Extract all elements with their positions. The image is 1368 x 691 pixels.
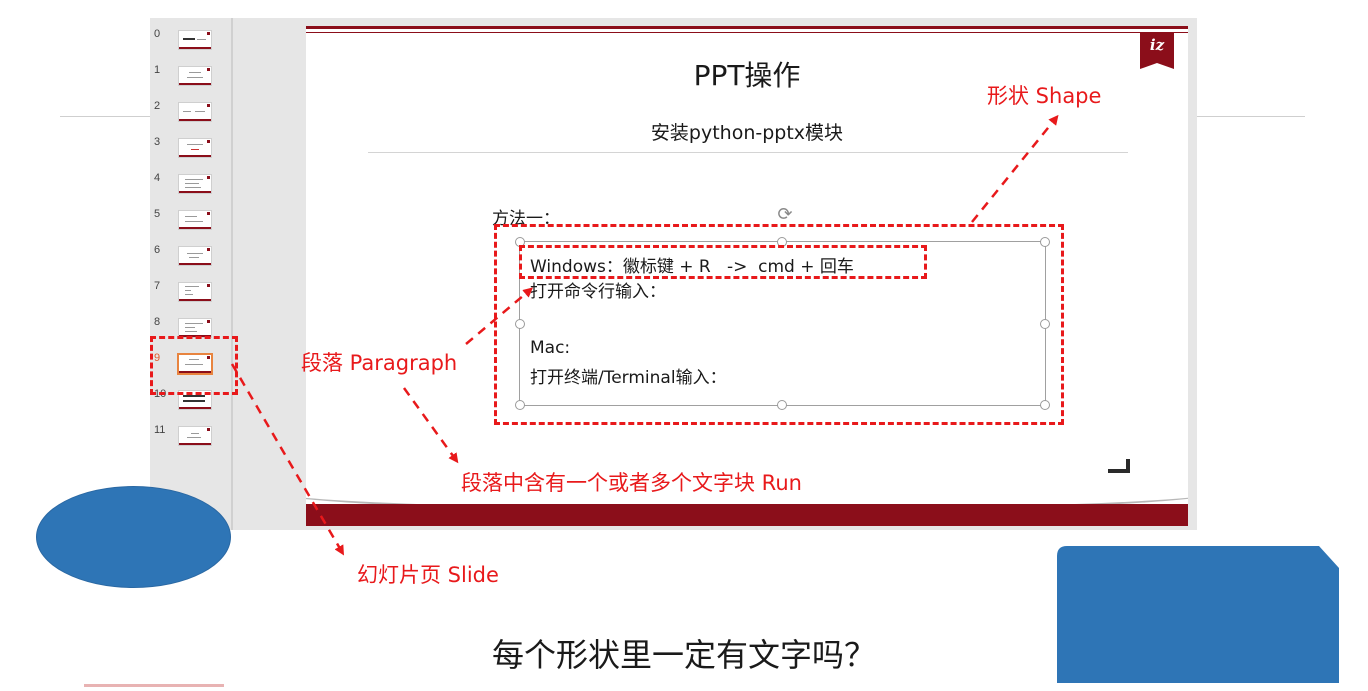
thumbnail-row[interactable]: 7 [150, 280, 232, 312]
thumbnail-number: 2 [154, 100, 161, 112]
shape-annotation-label: 形状 Shape [987, 84, 1102, 108]
blue-rectangle-shape[interactable] [1057, 546, 1339, 683]
thumbnail-row[interactable]: 2 [150, 100, 232, 132]
logo-notch [1140, 63, 1174, 69]
thumbnail-number: 9 [154, 352, 161, 364]
slide-thumbnail[interactable] [178, 138, 212, 158]
thumbnail-row[interactable]: 4 [150, 172, 232, 204]
slide-thumbnail[interactable] [178, 210, 212, 230]
thumbnail-row[interactable]: 0 [150, 28, 232, 60]
slide-thumbnail[interactable] [178, 318, 212, 338]
thumbnail-row[interactable]: 10 [150, 388, 232, 420]
thumbnail-row[interactable]: 1 [150, 64, 232, 96]
textbox-line[interactable]: 打开命令行输入： [530, 282, 666, 302]
slide-title[interactable]: PPT操作 [693, 59, 801, 92]
textbox-line[interactable]: Windows：徽标键 + R -> cmd + 回车 [530, 257, 854, 277]
slide-annotation-box [150, 336, 238, 395]
slide-bottom-band [306, 504, 1188, 526]
logo-icon: iz [1140, 33, 1174, 63]
thumbnail-number: 1 [154, 64, 161, 76]
thumbnail-row[interactable]: 6 [150, 244, 232, 276]
thumbnail-row[interactable]: 5 [150, 208, 232, 240]
resize-handle-bottom-left[interactable] [515, 400, 525, 410]
slide-thumbnail[interactable] [178, 282, 212, 302]
corner-mark [1108, 459, 1130, 473]
resize-handle-bottom-middle[interactable] [777, 400, 787, 410]
thumbnail-number: 11 [154, 424, 166, 436]
background-rule-right [1197, 116, 1305, 117]
slide-thumbnail[interactable] [178, 66, 212, 86]
slide-top-border [306, 26, 1188, 29]
thumbnail-number: 8 [154, 316, 161, 328]
thumbnail-row[interactable]: 3 [150, 136, 232, 168]
slide-thumbnail[interactable] [178, 426, 212, 446]
run-annotation-label: 段落中含有一个或者多个文字块 Run [461, 471, 802, 495]
slide-annotation-label: 幻灯片页 Slide [357, 563, 499, 587]
textbox-line[interactable]: Mac: [530, 338, 571, 358]
thumbnail-pane-divider[interactable] [231, 18, 233, 530]
bottom-question: 每个形状里一定有文字吗？ [491, 636, 876, 674]
slide-thumbnail-selected[interactable] [177, 353, 213, 375]
rotate-handle-icon[interactable]: ⟳ [777, 204, 793, 225]
thumbnail-row-selected[interactable]: 9 [150, 352, 232, 384]
thumbnail-number: 5 [154, 208, 161, 220]
resize-handle-top-right[interactable] [1040, 237, 1050, 247]
logo-text: iz [1149, 36, 1165, 54]
thumbnail-number: 7 [154, 280, 161, 292]
slide-thumbnail[interactable] [178, 174, 212, 194]
thumbnail-number: 4 [154, 172, 161, 184]
slide-thumbnail[interactable] [178, 102, 212, 122]
slide-thumbnail[interactable] [178, 246, 212, 266]
blue-ellipse-shape[interactable] [36, 486, 231, 588]
slide-subtitle[interactable]: 安装python-pptx模块 [650, 122, 844, 144]
slide-thumbnail-pane[interactable]: 0 1 2 3 4 5 6 7 8 9 10 11 [150, 18, 232, 530]
selected-textbox[interactable]: Windows：徽标键 + R -> cmd + 回车 打开命令行输入： Mac… [515, 237, 1050, 410]
thumbnail-row[interactable]: 11 [150, 424, 232, 456]
slide-divider [368, 152, 1128, 153]
thumbnail-number: 0 [154, 28, 161, 40]
bottom-left-accent [84, 684, 224, 687]
textbox-line[interactable]: 打开终端/Terminal输入： [530, 368, 727, 388]
run-annotation-box [519, 245, 927, 279]
resize-handle-bottom-right[interactable] [1040, 400, 1050, 410]
slide-thumbnail[interactable] [178, 390, 212, 410]
slide-top-border-thin [306, 32, 1188, 33]
thumbnail-number: 6 [154, 244, 161, 256]
thumbnail-number: 3 [154, 136, 161, 148]
background-rule-left [60, 116, 150, 117]
slide-thumbnail[interactable] [178, 30, 212, 50]
resize-handle-middle-right[interactable] [1040, 319, 1050, 329]
paragraph-annotation-label: 段落 Paragraph [301, 351, 458, 375]
